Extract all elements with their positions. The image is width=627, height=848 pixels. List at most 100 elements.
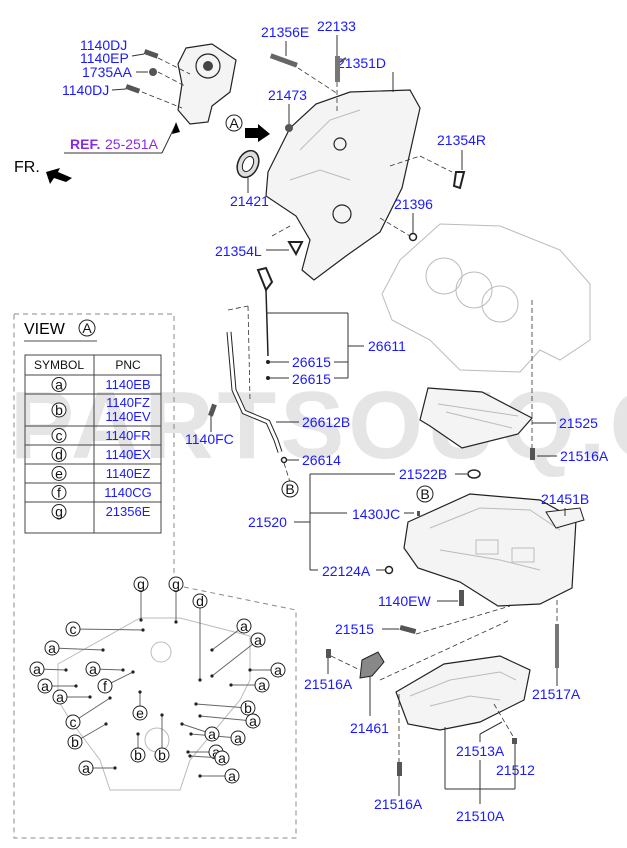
reference-link[interactable]: REF. 25-251A: [64, 122, 180, 154]
callout-26614[interactable]: 26614: [302, 452, 341, 468]
callout-21517a[interactable]: 21517A: [532, 686, 581, 702]
callout-21516a-baffle[interactable]: 21516A: [560, 448, 609, 464]
symbol-letter: c: [56, 428, 63, 444]
pnc-link[interactable]: 1140CG: [104, 485, 151, 500]
callout-21461[interactable]: 21461: [350, 720, 389, 736]
callout-21351d[interactable]: 21351D: [337, 55, 386, 71]
symbol-circle: [51, 447, 67, 462]
bolt-21516a-strainer-icon: [326, 649, 331, 658]
view-symbol-callout: g: [168, 576, 184, 624]
symbol-letter: a: [208, 726, 216, 742]
bolt-location-dot: [139, 618, 143, 622]
bolt-location-dot: [229, 683, 233, 687]
symbol-letter: a: [218, 750, 226, 766]
marker-b-dipstick[interactable]: [281, 480, 299, 498]
callout-21354r[interactable]: 21354R: [437, 132, 486, 148]
baffle-plate: [419, 387, 533, 449]
callout-21354l[interactable]: 21354L: [215, 243, 262, 259]
callout-1735aa[interactable]: 1735AA: [82, 64, 132, 80]
bolt-location-dot: [188, 754, 192, 758]
view-symbol-callout: a: [248, 662, 286, 678]
callout-1140ep[interactable]: 1140EP: [80, 50, 129, 66]
symbol-letter: f: [57, 485, 61, 501]
view-title-marker-label: A: [82, 320, 92, 336]
symbol-circle: [65, 714, 81, 730]
upper-oil-pan: [403, 493, 577, 607]
callout-26612b[interactable]: 26612B: [302, 414, 350, 430]
pnc-link[interactable]: 1140EX: [105, 447, 151, 462]
bolt-21516a-lower-icon: [397, 762, 402, 776]
symbol-letter: a: [55, 377, 63, 393]
pnc-link[interactable]: 1140FR: [105, 428, 150, 443]
pnc-link[interactable]: 1140FZ: [106, 395, 150, 410]
plug-22124a-icon: [384, 565, 394, 575]
callout-21451b[interactable]: 21451B: [541, 491, 589, 507]
symbol-letter: b: [158, 747, 166, 763]
view-symbol-callout: b: [154, 713, 170, 763]
callout-22133[interactable]: 22133: [317, 18, 356, 34]
symbol-circle: [236, 618, 252, 634]
symbol-letter: b: [71, 734, 79, 750]
symbol-circle: [168, 576, 184, 592]
view-symbol-callout: a: [52, 689, 92, 705]
callout-21356e[interactable]: 21356E: [261, 24, 309, 40]
bolt-location-dot: [113, 766, 117, 770]
symbol-circle: [29, 661, 45, 677]
oring-26614-icon: [280, 456, 288, 464]
symbol-circle: [245, 713, 261, 729]
view-a-marker[interactable]: [225, 114, 243, 132]
callout-21512[interactable]: 21512: [496, 762, 535, 778]
symbol-circle: [240, 700, 256, 716]
symbol-circle: [37, 678, 53, 694]
symbol-circle: [78, 760, 94, 776]
callout-26615-lower[interactable]: 26615: [292, 371, 331, 387]
bolt-location-dot: [136, 732, 140, 736]
table-header-pnc: PNC: [115, 358, 141, 372]
callout-21515[interactable]: 21515: [335, 621, 374, 637]
callout-21516a-lower[interactable]: 21516A: [374, 796, 423, 812]
symbol-letter: a: [234, 730, 242, 746]
view-symbol-callout: a: [44, 640, 105, 656]
callout-1140ew[interactable]: 1140EW: [378, 593, 431, 609]
symbol-letter: g: [55, 504, 63, 520]
callout-1430jc[interactable]: 1430JC: [352, 506, 400, 522]
callout-1140dj-top[interactable]: 1140DJ: [80, 37, 127, 53]
bolt-21515-icon: [399, 624, 417, 634]
bolt-location-dot: [198, 714, 202, 718]
view-symbol-callout: a: [85, 661, 125, 677]
pnc-link[interactable]: 1140EB: [105, 377, 150, 392]
symbol-circle: [192, 593, 208, 609]
ref-code[interactable]: 25-251A: [105, 136, 159, 152]
symbol-circle: [132, 705, 148, 721]
callout-21421[interactable]: 21421: [230, 193, 269, 209]
callout-21513a[interactable]: 21513A: [456, 743, 505, 759]
callout-1140fc[interactable]: 1140FC: [185, 431, 234, 447]
view-symbol-callout: a: [78, 760, 117, 776]
callout-1140dj-low[interactable]: 1140DJ: [62, 82, 109, 98]
symbol-circle: [254, 677, 270, 693]
callout-21522b[interactable]: 21522B: [399, 466, 447, 482]
pnc-link[interactable]: 1140EZ: [106, 466, 151, 481]
lower-oil-pan: [395, 655, 531, 731]
pnc-link[interactable]: 21356E: [106, 504, 151, 519]
callout-26611[interactable]: 26611: [368, 338, 406, 354]
symbol-circle: [51, 428, 67, 443]
callout-22124a[interactable]: 22124A: [322, 563, 371, 579]
marker-b-pan[interactable]: [416, 485, 434, 503]
symbol-letter: a: [254, 632, 262, 648]
callout-21516a-strainer[interactable]: 21516A: [304, 676, 353, 692]
water-pump-bracket: [177, 43, 237, 125]
view-symbol-callout: a: [188, 750, 230, 766]
pnc-link[interactable]: 1140EV: [105, 409, 151, 424]
callout-21520[interactable]: 21520: [248, 514, 287, 530]
callout-21473[interactable]: 21473: [268, 87, 307, 103]
symbol-letter: d: [196, 593, 204, 609]
callout-21396[interactable]: 21396: [394, 196, 433, 212]
callout-21510a[interactable]: 21510A: [456, 808, 505, 824]
view-symbol-callout: e: [132, 690, 148, 721]
callout-26615-upper[interactable]: 26615: [292, 354, 331, 370]
callout-21525[interactable]: 21525: [559, 415, 598, 431]
